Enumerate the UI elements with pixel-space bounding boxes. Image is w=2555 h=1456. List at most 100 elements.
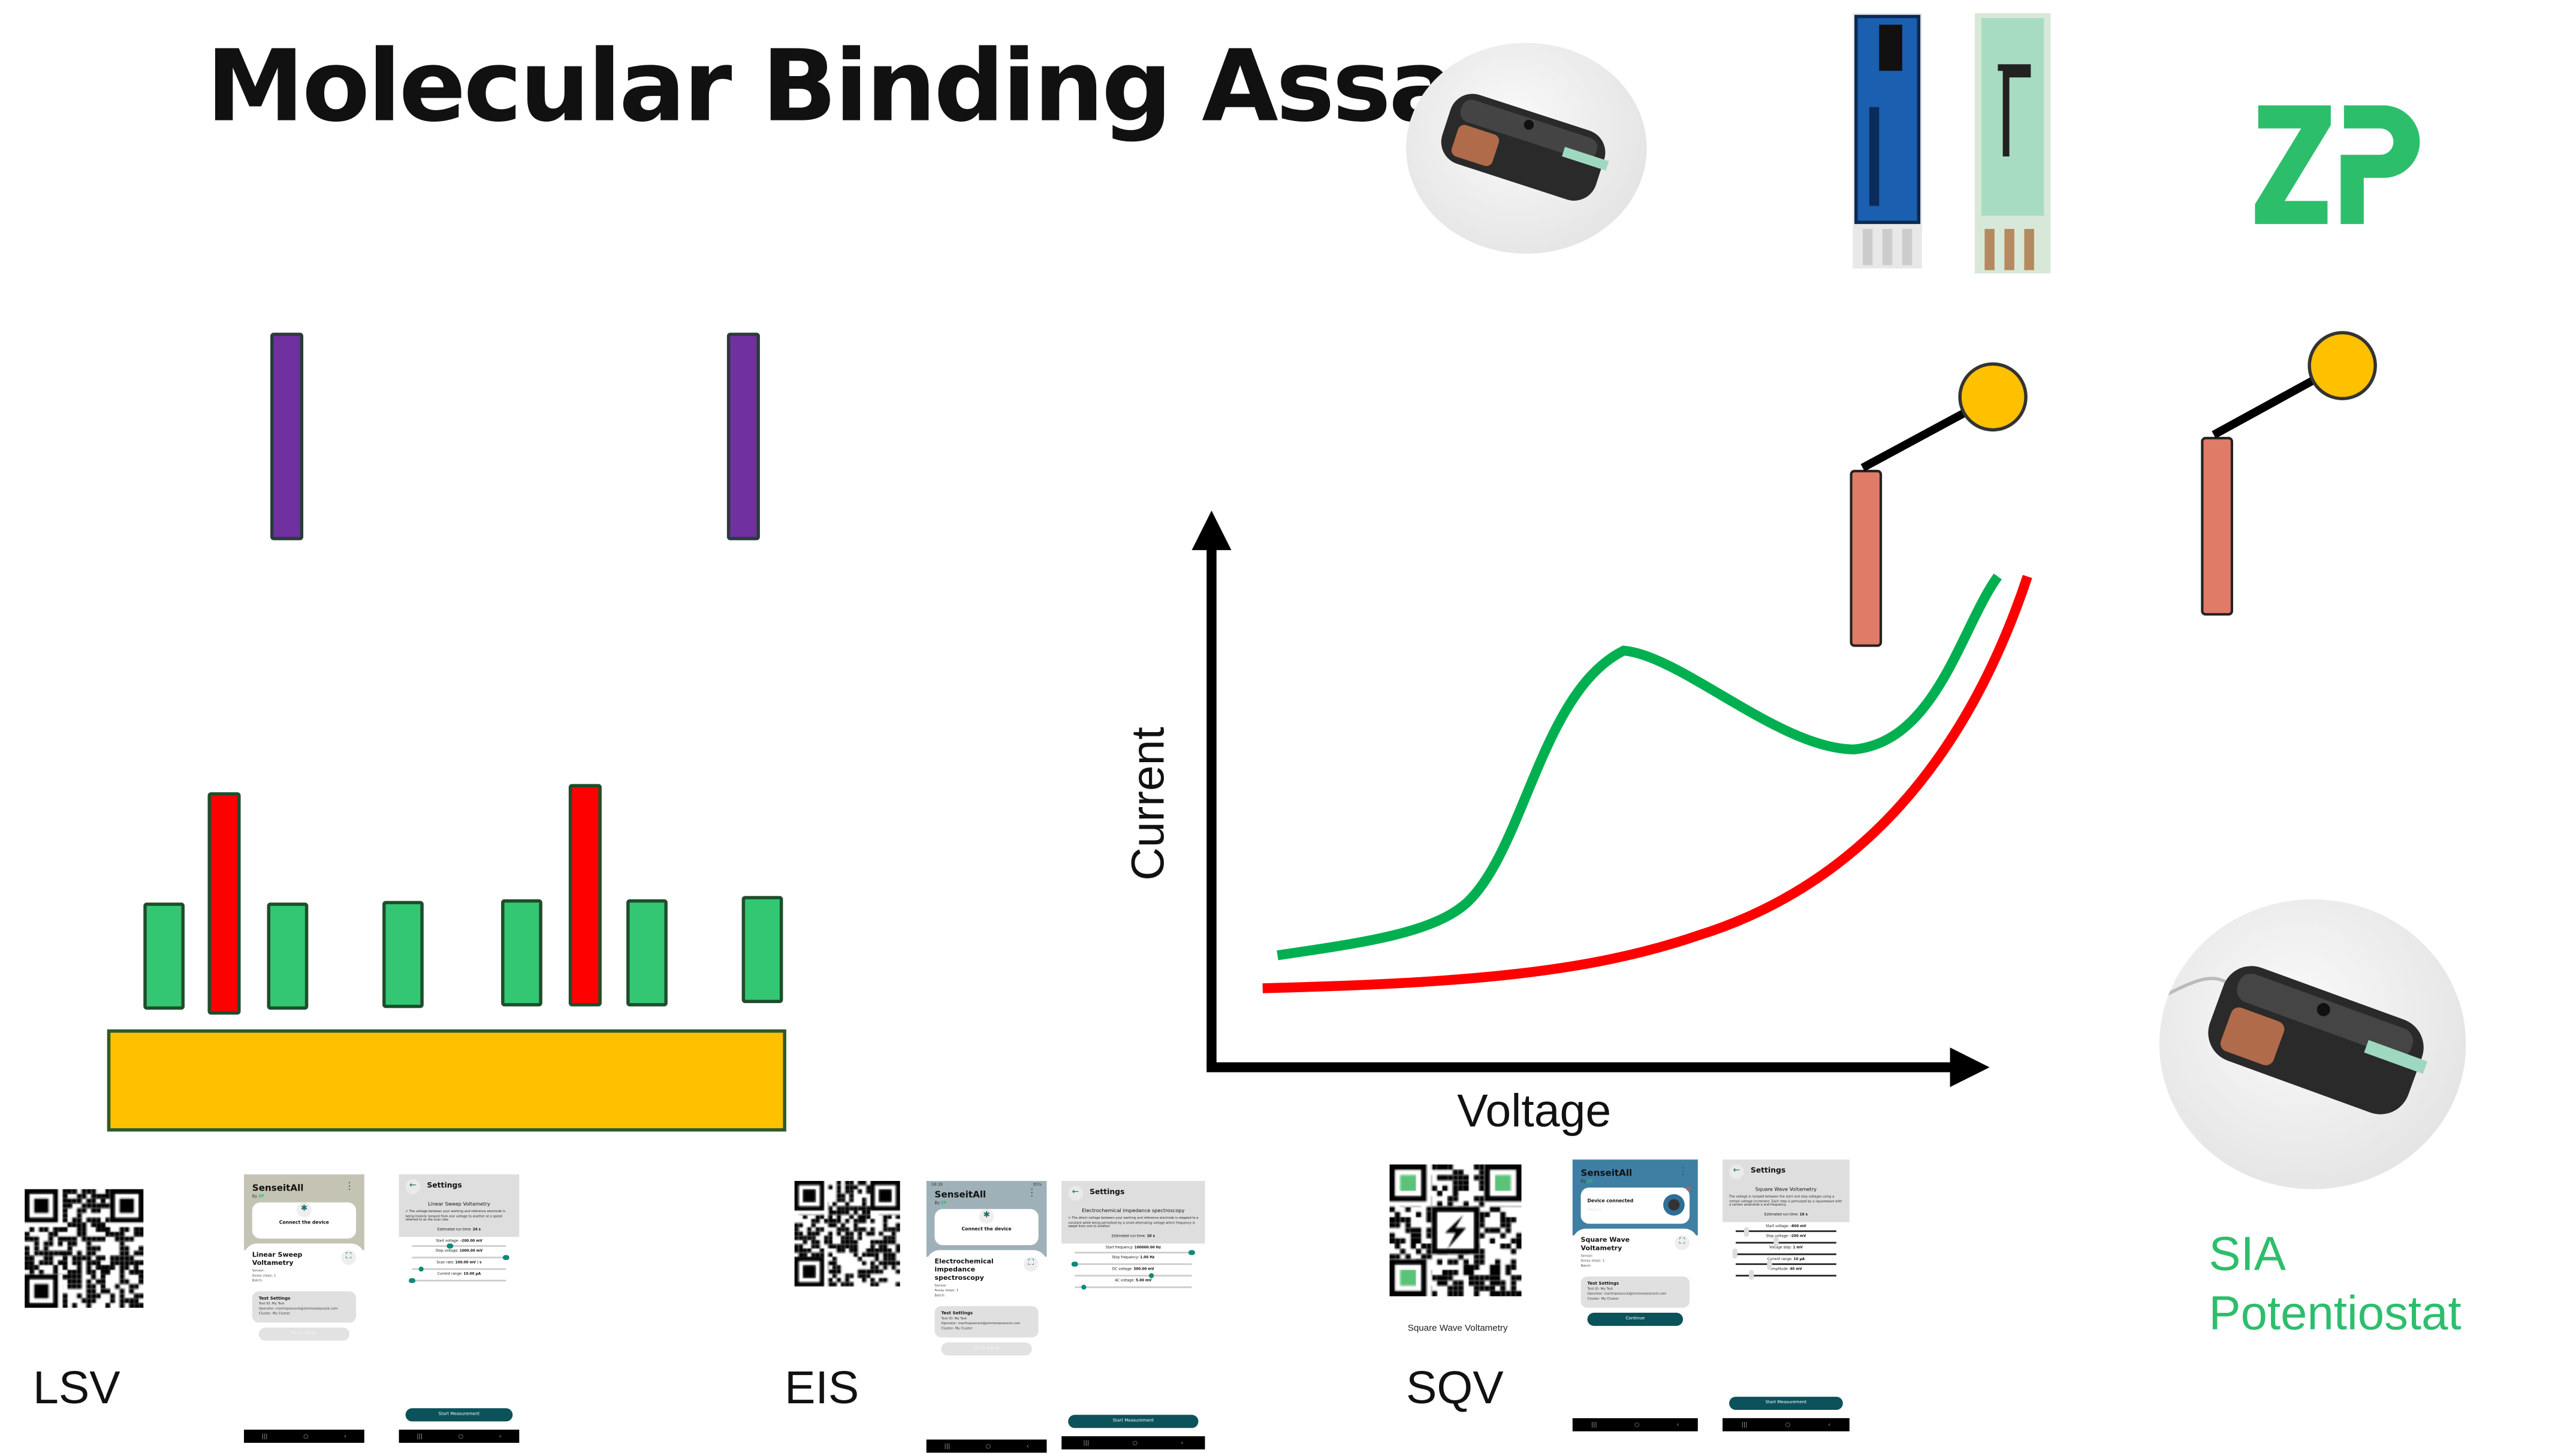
parameter-slider: Stop frequency: 1.00 Hz (1061, 1258, 1205, 1267)
slider-value: 100.00 mV / s (455, 1262, 482, 1266)
device-name: SIA Potentiostat (2209, 1225, 2461, 1344)
back-icon[interactable]: ‹ (499, 1433, 502, 1440)
home-icon[interactable]: ○ (303, 1433, 309, 1440)
primary-button[interactable]: Go to assay (941, 1342, 1032, 1356)
slider-thumb[interactable] (418, 1267, 424, 1273)
home-icon[interactable]: ○ (1634, 1421, 1640, 1428)
settings-title-row: ←Settings (405, 1179, 513, 1194)
slider-thumb[interactable] (1766, 1259, 1772, 1270)
more-menu-icon[interactable]: ⋮ (344, 1180, 355, 1193)
slider-value: 1 mV (1793, 1246, 1803, 1250)
slider-thumb[interactable] (1748, 1270, 1754, 1281)
slider-thumb[interactable] (1743, 1227, 1748, 1237)
slider-thumb[interactable] (447, 1243, 453, 1249)
probe-molecule (741, 896, 783, 1004)
slider-track[interactable] (412, 1267, 506, 1273)
run-time-value: 10 s (1147, 1234, 1155, 1238)
slider-track[interactable] (1736, 1227, 1836, 1237)
primary-button[interactable]: Go to assay (258, 1327, 350, 1341)
parameter-slider: Start voltage: -200.00 mV (399, 1239, 520, 1249)
start-measurement-button[interactable]: Start Measurement (405, 1408, 513, 1422)
slider-thumb[interactable] (1081, 1285, 1087, 1291)
recents-icon[interactable]: ||| (261, 1433, 268, 1440)
slider-value: -200.00 mV (460, 1239, 482, 1243)
slider-thumb[interactable] (409, 1278, 415, 1284)
slider-value: 1000.00 mV (459, 1250, 483, 1255)
slider-thumb[interactable] (503, 1255, 509, 1261)
recents-icon[interactable]: ||| (1083, 1439, 1090, 1446)
back-icon[interactable]: ‹ (1676, 1421, 1679, 1428)
slider-thumb[interactable] (1733, 1248, 1738, 1259)
home-icon[interactable]: ○ (1132, 1439, 1138, 1446)
slider-label: Current range: (1767, 1257, 1793, 1261)
recents-icon[interactable]: ||| (417, 1433, 423, 1440)
back-icon[interactable]: ‹ (1828, 1421, 1831, 1428)
home-icon[interactable]: ○ (1785, 1421, 1791, 1428)
more-menu-icon[interactable]: ⋮ (1027, 1187, 1037, 1200)
device-card[interactable]: ✱Connect the device (252, 1202, 357, 1239)
sensor-info-steps: Assay steps: 1 (934, 1289, 959, 1293)
slider-track[interactable] (412, 1255, 509, 1261)
more-menu-icon[interactable]: ⋮ (1678, 1166, 1688, 1178)
disconnect-icon[interactable]: ⊗ (1685, 1184, 1691, 1193)
recents-icon[interactable]: ||| (1591, 1421, 1597, 1428)
scan-icon[interactable]: ⛶ (1675, 1235, 1690, 1250)
slider-track[interactable] (1075, 1285, 1192, 1291)
parameter-slider: Voltage step: 1 mV (1723, 1246, 1850, 1259)
slider-track[interactable] (1736, 1270, 1836, 1281)
slider-track[interactable] (1072, 1261, 1192, 1267)
slider-thumb[interactable] (1773, 1237, 1779, 1247)
device-name-line2: Potentiostat (2209, 1288, 2462, 1341)
redox-label (1958, 362, 2028, 432)
slider-label: Stop voltage: (435, 1250, 458, 1255)
slider-thumb[interactable] (1072, 1261, 1078, 1267)
back-arrow-icon[interactable]: ← (1068, 1186, 1083, 1201)
slider-track[interactable] (1075, 1273, 1192, 1279)
method-title: Electrochemical impedance spectroscopy (934, 1256, 994, 1282)
qr-code-sqv[interactable] (1389, 1164, 1522, 1297)
slider-track[interactable] (1736, 1237, 1836, 1247)
home-icon[interactable]: ○ (985, 1443, 991, 1450)
back-arrow-icon[interactable]: ← (405, 1179, 421, 1194)
back-icon[interactable]: ‹ (344, 1433, 346, 1440)
qr-code-lsv[interactable] (25, 1189, 144, 1308)
scan-icon[interactable]: ⛶ (341, 1250, 357, 1265)
slider-track[interactable] (412, 1243, 506, 1249)
recents-icon[interactable]: ||| (944, 1443, 951, 1450)
bluetooth-icon[interactable]: ✱ (297, 1202, 312, 1218)
parameter-slider: Stop voltage: 1000.00 mV (399, 1250, 520, 1261)
settings-title: Settings (1750, 1167, 1786, 1176)
qr-code-eis[interactable] (794, 1180, 900, 1288)
recents-icon[interactable]: ||| (1741, 1421, 1748, 1428)
slider-track[interactable] (1075, 1250, 1195, 1256)
app-byline: By ZP (934, 1201, 1038, 1206)
slider-thumb[interactable] (1189, 1250, 1195, 1256)
device-card[interactable]: ✱Connect the device (934, 1209, 1039, 1246)
method-name: Electrochemical impedance spectroscopy (1082, 1207, 1185, 1214)
y-axis-label: Current (1122, 727, 1174, 881)
start-measurement-button[interactable]: Start Measurement (1068, 1415, 1199, 1428)
slider-track[interactable] (1736, 1259, 1836, 1270)
sensor-info-batch: Batch: (252, 1279, 263, 1283)
back-icon[interactable]: ‹ (1181, 1439, 1184, 1446)
slider-thumb[interactable] (1148, 1273, 1154, 1279)
bluetooth-icon[interactable]: ✱ (979, 1209, 994, 1224)
scan-icon[interactable]: ⛶ (1023, 1256, 1039, 1272)
slider-track[interactable] (409, 1278, 506, 1284)
back-arrow-icon[interactable]: ← (1729, 1164, 1744, 1180)
test-settings-line: Test ID: My Test (258, 1303, 285, 1306)
home-icon[interactable]: ○ (458, 1433, 464, 1440)
primary-button[interactable]: Continue (1587, 1312, 1684, 1326)
slider-track[interactable] (1733, 1248, 1836, 1259)
back-icon[interactable]: ‹ (1026, 1443, 1029, 1450)
start-measurement-button[interactable]: Start Measurement (1729, 1397, 1843, 1410)
sensor-info-sensor: Sensor: (934, 1285, 948, 1288)
